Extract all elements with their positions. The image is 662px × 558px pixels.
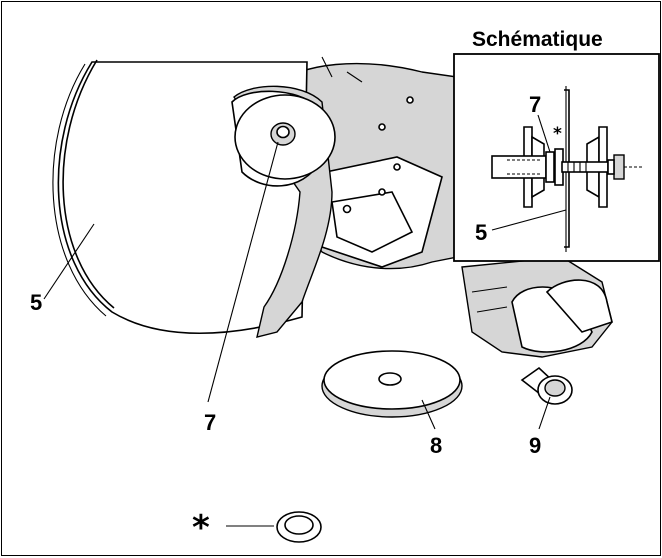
callout-spacer-marker: * (192, 508, 210, 548)
callout-8: 8 (430, 433, 442, 458)
outer-flange (321, 350, 463, 418)
schematic-label-spacer: * (553, 124, 562, 144)
callout-7: 7 (204, 410, 216, 435)
schematic-inset: Schématique 7 5 * (453, 28, 660, 262)
schematic-label-7: 7 (529, 92, 541, 117)
schematic-title: Schématique (472, 28, 603, 51)
schematic-label-5: 5 (475, 220, 487, 245)
flange-bolt (520, 366, 573, 405)
callout-9: 9 (529, 433, 541, 458)
callout-5: 5 (30, 290, 42, 315)
leader-lines (43, 141, 551, 527)
motor-body (461, 256, 613, 358)
spacer-ring (276, 511, 322, 543)
hub-washer (234, 94, 336, 180)
